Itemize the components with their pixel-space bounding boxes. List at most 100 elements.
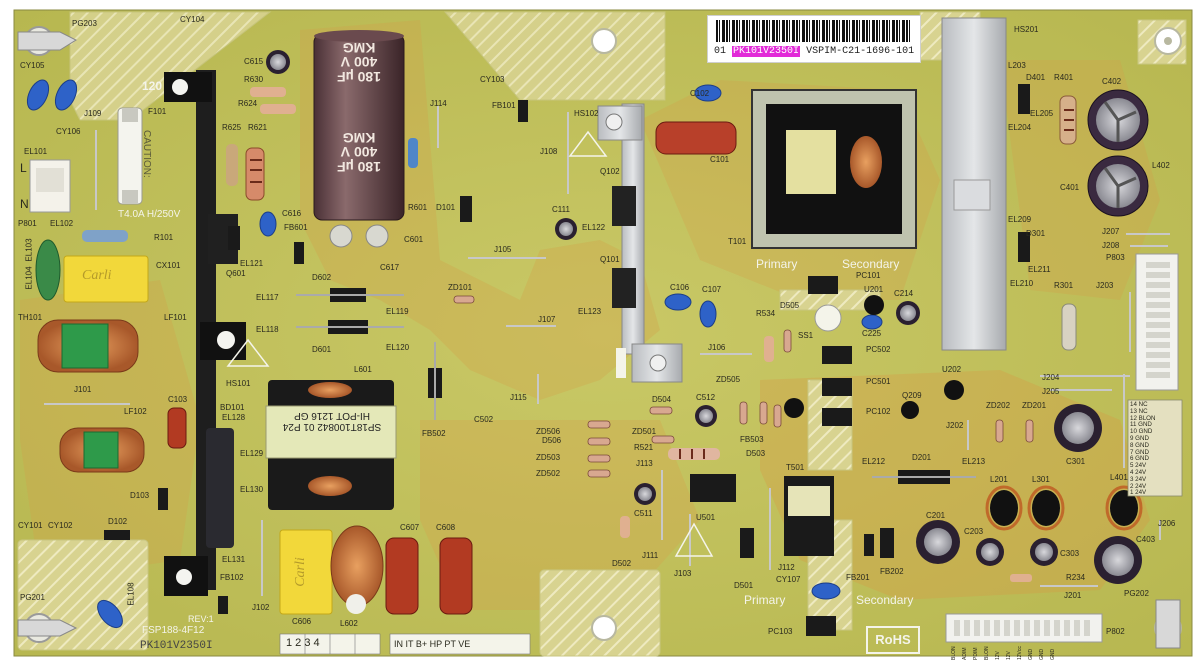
caution-text: CAUTION: <box>141 130 152 178</box>
ref-pc502: PC502 <box>866 345 891 354</box>
ref-c225: C225 <box>862 329 882 338</box>
ref-el104: EL104 <box>24 266 34 290</box>
ref-cy105: CY105 <box>20 61 45 70</box>
ref-r101: R101 <box>154 233 174 242</box>
ref-j208: J208 <box>1102 241 1120 250</box>
ref-d602: D602 <box>312 273 332 282</box>
label-model: PK101V2350I <box>732 46 801 57</box>
ref-c502: C502 <box>474 415 494 424</box>
ref-l401: L401 <box>1110 473 1128 482</box>
ref-cy102: CY102 <box>48 521 73 530</box>
ref-el205: EL205 <box>1030 109 1054 118</box>
ref-fb502: FB502 <box>422 429 446 438</box>
ref-c203: C203 <box>964 527 984 536</box>
pin-row: 1 24V <box>1130 489 1147 497</box>
ref-l601: L601 <box>354 365 372 374</box>
pin-row: 7 GND <box>1130 448 1149 456</box>
ref-el101: EL101 <box>24 147 48 156</box>
ref-pc101: PC101 <box>856 271 881 280</box>
pin-row: 10 GND <box>1130 428 1153 436</box>
ref-u201: U201 <box>864 285 884 294</box>
ref-fb601: FB601 <box>284 223 308 232</box>
ref-cy106: CY106 <box>56 127 81 136</box>
cap-voltage-1: 400 V <box>340 54 378 71</box>
ref-cx101: CX101 <box>156 261 181 270</box>
ref-p803: P803 <box>1106 253 1125 262</box>
ref-c601: C601 <box>404 235 424 244</box>
ref-c106: C106 <box>670 283 690 292</box>
ref-u202: U202 <box>942 365 962 374</box>
pin-row: 11 GND <box>1130 421 1152 429</box>
ref-j205: J205 <box>1042 387 1060 396</box>
ref-el122: EL122 <box>582 223 606 232</box>
ref-j113: J113 <box>636 459 653 468</box>
bottom-pin-labels: BLON ADIM PDIM BLON 12V 12V 12Vcc GND GN… <box>951 642 1082 662</box>
ref-lf101: LF101 <box>164 313 187 322</box>
ref-c214: C214 <box>894 289 914 298</box>
ref-d504: D504 <box>652 395 672 404</box>
label-suffix: VSPIM-C21-1696-101 <box>806 46 915 57</box>
ref-hs102: HS102 <box>574 109 599 118</box>
ref-zd503: ZD503 <box>536 453 561 462</box>
ref-l402: L402 <box>1152 161 1170 170</box>
ref-j111: J111 <box>642 551 659 560</box>
ref-pg203: PG203 <box>72 19 97 28</box>
ref-t501: T501 <box>786 463 805 472</box>
ref-r521: R521 <box>634 443 654 452</box>
secondary-label-top: Secondary <box>842 257 900 271</box>
ref-ss1: SS1 <box>798 331 814 340</box>
ref-c403: C403 <box>1136 535 1156 544</box>
ref-cy104: CY104 <box>180 15 205 24</box>
ref-j106: J106 <box>708 343 726 352</box>
bottom-pin-label: BLON <box>951 646 957 660</box>
pin-row: 14 NC <box>1130 401 1148 408</box>
output-pin-table: 14 NC 13 NC 12 BLON 11 GND 10 GND 9 GND … <box>1130 401 1182 497</box>
ref-q601: Q601 <box>226 269 246 278</box>
ref-j206: J206 <box>1158 519 1176 528</box>
ref-c512: C512 <box>696 393 716 402</box>
ref-j101: J101 <box>74 385 92 394</box>
x-capacitor-brand-1: Carli <box>82 268 112 283</box>
pin-row: 2 24V <box>1130 482 1147 490</box>
ref-j114: J114 <box>430 99 447 108</box>
cap-value-2: 180 µF <box>337 159 381 176</box>
revision: REV:1 <box>188 614 214 624</box>
bottom-pin-label: BLON <box>984 646 990 660</box>
ref-t101: T101 <box>728 237 747 246</box>
ref-c101: C101 <box>710 155 730 164</box>
fsp-code: FSP188-4F12 <box>142 625 205 636</box>
ref-j112: J112 <box>778 563 795 572</box>
ref-c607: C607 <box>400 523 420 532</box>
transformer-hipot: HI-POT 1216 GP <box>294 410 370 421</box>
part-number-barcode-label: 01 PK101V2350I VSPIM-C21-1696-101 <box>707 15 921 63</box>
ref-r601: R601 <box>408 203 428 212</box>
ref-r621: R621 <box>248 123 268 132</box>
ref-cy101: CY101 <box>18 521 43 530</box>
ref-d201: D201 <box>912 453 932 462</box>
ref-zd501: ZD501 <box>632 427 657 436</box>
primary-label-bottom: Primary <box>744 593 786 607</box>
ref-l201: L201 <box>990 475 1008 484</box>
ref-j109: J109 <box>84 109 102 118</box>
ref-fb102: FB102 <box>220 573 244 582</box>
ref-r401: R401 <box>1054 73 1074 82</box>
ref-c107: C107 <box>702 285 722 294</box>
cap-brand-2: KMG <box>342 129 376 146</box>
rohs-mark: RoHS <box>866 626 920 654</box>
ref-d401: D401 <box>1026 73 1046 82</box>
ref-c608: C608 <box>436 523 456 532</box>
ref-zd502: ZD502 <box>536 469 561 478</box>
ref-r625: R625 <box>222 123 242 132</box>
pin-row: 9 GND <box>1130 434 1149 442</box>
pin-row: 13 NC <box>1130 407 1148 415</box>
ref-bd101: BD101 <box>220 403 245 412</box>
ref-hs201: HS201 <box>1014 25 1039 34</box>
cap-value-1: 180 µF <box>337 69 381 86</box>
ref-d506: D506 <box>542 436 562 445</box>
ref-r301: R301 <box>1054 281 1074 290</box>
ref-lf102: LF102 <box>124 407 147 416</box>
ref-r234: R234 <box>1066 573 1086 582</box>
bottom-pin-label: GND <box>1050 648 1056 660</box>
ref-j202: J202 <box>946 421 964 430</box>
ref-el117: EL117 <box>256 293 279 302</box>
